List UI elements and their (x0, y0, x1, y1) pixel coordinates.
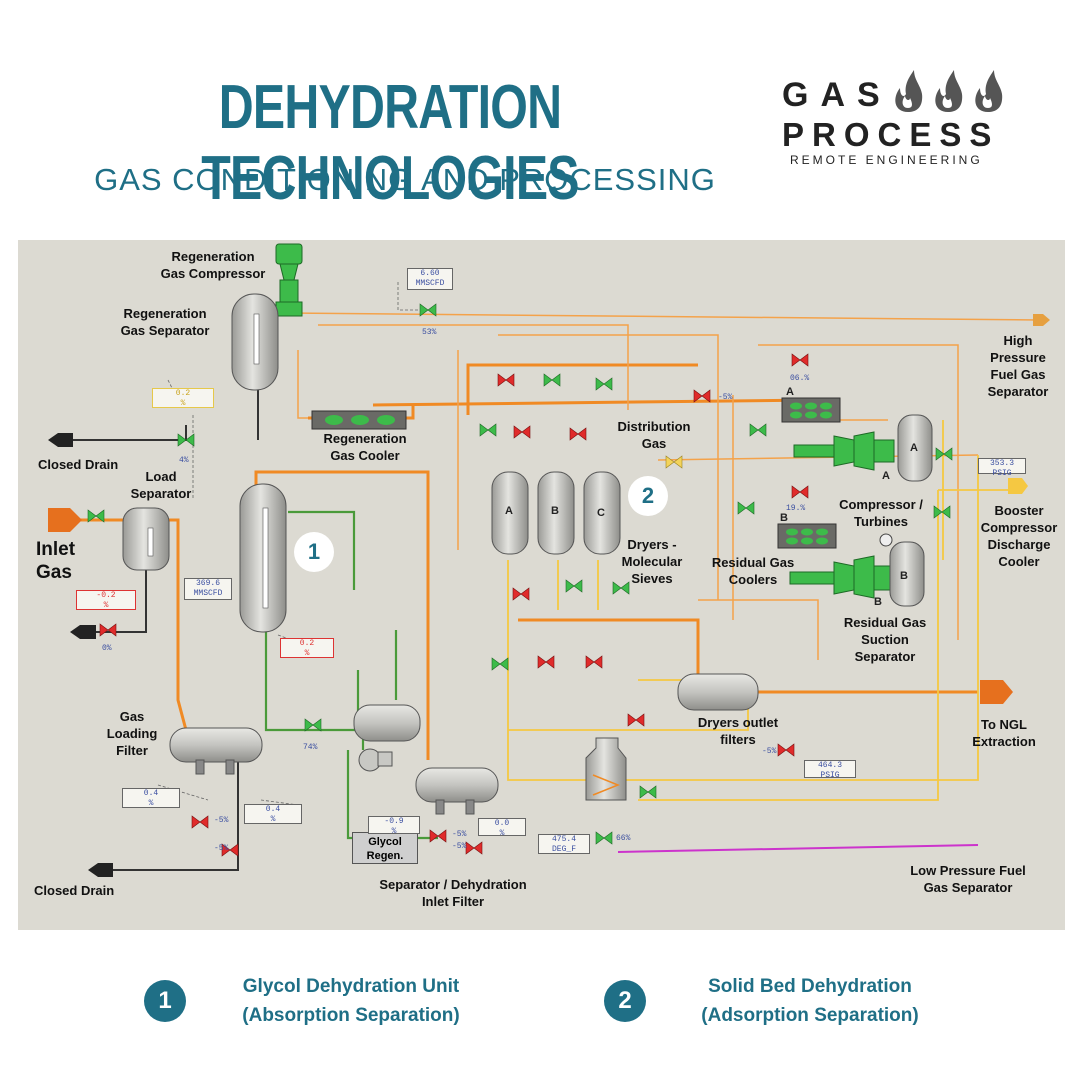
readout-sep-right: 0.0 % (478, 818, 526, 838)
glycol-regen-box: Glycol Regen. (352, 832, 418, 864)
process-flow-lines (48, 243, 1050, 877)
dryer-b-letter: B (551, 505, 559, 517)
readout-load-sep: -0.2 % (76, 590, 136, 610)
legend-number-1: 1 (144, 980, 186, 1022)
readout-sep-left: -0.9 % (368, 816, 420, 836)
logo-line-process: PROCESS (782, 116, 1000, 153)
pct-comp-b: 19.% (786, 504, 806, 513)
legend-text-1: Glycol Dehydration Unit (Absorption Sepa… (242, 976, 460, 1026)
callout-2: 2 (628, 476, 668, 516)
readout-heater-temp: 475.4 DEG_F (538, 834, 590, 854)
legend-number-2: 2 (604, 980, 646, 1022)
pct-comp-a: 06.% (790, 374, 810, 383)
readout-glycol-level: 0.2 % (280, 638, 334, 658)
label-residual-suction: Residual Gas Suction Separator (843, 615, 927, 664)
readout-compressor-flow: 6.60 MMSCFD (407, 268, 453, 290)
readout-filter-left: 0.4 % (122, 788, 180, 808)
logo-line-gas: GAS (782, 76, 892, 114)
page-title: DEHYDRATION TECHNOLOGIES (201, 73, 579, 213)
pct-filter-1: -5% (214, 816, 229, 825)
pct-heater: 66% (616, 834, 631, 843)
comp-b-letter: B (900, 570, 908, 582)
label-load-separator: Load Separator (130, 469, 192, 501)
pct-sep-1: -5% (452, 830, 467, 839)
pct-outlet: -5% (762, 747, 777, 756)
readout-outlet-press: 464.3 PSIG (804, 760, 856, 780)
readout-inlet-flow: 369.6 MMSCFD (184, 578, 232, 600)
label-regen-separator: Regeneration Gas Separator (120, 306, 210, 338)
process-diagram: Regeneration Gas Compressor Regeneration… (18, 240, 1065, 930)
label-regen-compressor: Regeneration Gas Compressor (160, 249, 266, 281)
label-inlet-gas: Inlet Gas (36, 539, 76, 583)
page-subtitle: GAS CONDITIONING AND PROCESSING (94, 162, 716, 197)
cooler-b-letter: B (780, 512, 788, 524)
pct-glycol: 74% (303, 743, 318, 752)
logo-line-remote: REMOTE ENGINEERING (790, 153, 983, 167)
label-dryers-outlet: Dryers outlet filters (697, 715, 779, 747)
label-separator-filter: Separator / Dehydration Inlet Filter (379, 877, 527, 909)
label-regen-cooler: Regeneration Gas Cooler (323, 431, 407, 463)
label-booster-cooler: Booster Compressor Discharge Cooler (980, 503, 1058, 569)
comp-a-letter: A (910, 442, 918, 454)
label-gas-loading-filter: Gas Loading Filter (106, 709, 158, 758)
cooler-a-letter: A (786, 386, 794, 398)
readout-booster-press: 353.3 PSIG (978, 458, 1026, 478)
dryer-c-letter: C (597, 507, 605, 519)
label-to-ngl: To NGL Extraction (972, 717, 1036, 749)
flame-icon (895, 70, 1003, 112)
readout-filter-right: 0.4 % (244, 804, 302, 824)
label-residual-coolers: Residual Gas Coolers (711, 555, 795, 587)
pct-filter-2: -5% (214, 844, 229, 853)
label-lp-fuel-gas: Low Pressure Fuel Gas Separator (910, 863, 1026, 895)
pct-sep-2: -5% (452, 842, 467, 851)
label-closed-drain-top: Closed Drain (38, 457, 119, 472)
turb-b-letter: B (874, 596, 882, 608)
pct-compressor: 53% (422, 328, 437, 337)
label-closed-drain-bottom: Closed Drain (34, 883, 115, 898)
label-dryers: Dryers - Molecular Sieves (621, 537, 683, 586)
label-compressor-turbines: Compressor / Turbines (839, 497, 923, 529)
label-distribution-gas: Distribution Gas (617, 419, 691, 451)
pct-distribution: -5% (718, 393, 733, 402)
pct-regen-drain: 4% (179, 456, 189, 465)
regen-compressor (275, 243, 303, 317)
pct-load-drain: 0% (102, 644, 112, 653)
turb-a-letter: A (882, 470, 890, 482)
callout-1: 1 (294, 532, 334, 572)
legend-text-2: Solid Bed Dehydration (Adsorption Separa… (701, 976, 919, 1026)
readout-regen-sep: 0.2 % (152, 388, 214, 408)
dryer-a-letter: A (505, 505, 513, 517)
label-hp-fuel-gas: High Pressure Fuel Gas Separator (987, 333, 1049, 399)
